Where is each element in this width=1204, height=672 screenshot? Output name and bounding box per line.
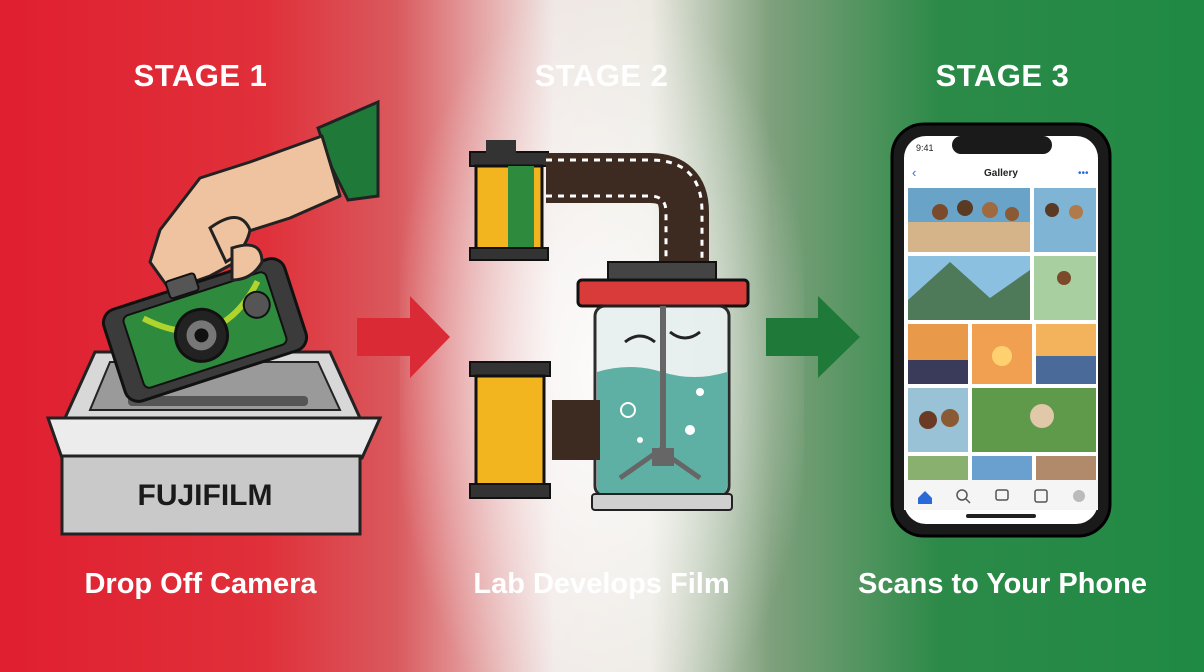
gallery-title: Gallery: [984, 168, 1018, 179]
stage-1-caption: Drop Off Camera: [84, 568, 317, 600]
stage-3-title: STAGE 3: [935, 58, 1070, 93]
phone-time: 9:41: [916, 143, 934, 153]
developing-tank: [576, 261, 750, 511]
camera-in-hand: [101, 99, 380, 403]
film-canister-bottom: [469, 361, 600, 499]
photos-icon: [995, 489, 1009, 501]
stage-2-title: STAGE 2: [534, 58, 669, 93]
drop-box-front: FUJIFILM: [45, 416, 383, 536]
stage-2-caption: Lab Develops Film: [473, 568, 730, 600]
photo-grid: [908, 188, 1096, 480]
film-canister-top: [469, 140, 549, 261]
bag-icon: [1034, 489, 1048, 503]
home-icon: [918, 491, 932, 504]
more-icon: •••: [1078, 168, 1089, 179]
profile-icon: [1073, 490, 1085, 502]
phone-tab-bar: [904, 480, 1098, 518]
film-strip-top: [546, 153, 709, 268]
stage-3-caption: Scans to Your Phone: [858, 568, 1147, 600]
home-indicator: [966, 514, 1036, 518]
stage-1-title: STAGE 1: [133, 58, 268, 93]
arrow-1-icon: [357, 296, 450, 378]
back-chevron-icon: ‹: [912, 165, 916, 180]
arrow-2-icon: [766, 296, 860, 378]
fujifilm-logo: FUJIFILM: [138, 479, 273, 512]
search-icon: [956, 489, 968, 501]
phone-illustration: 9:41 Gallery ‹ •••: [890, 122, 1112, 538]
